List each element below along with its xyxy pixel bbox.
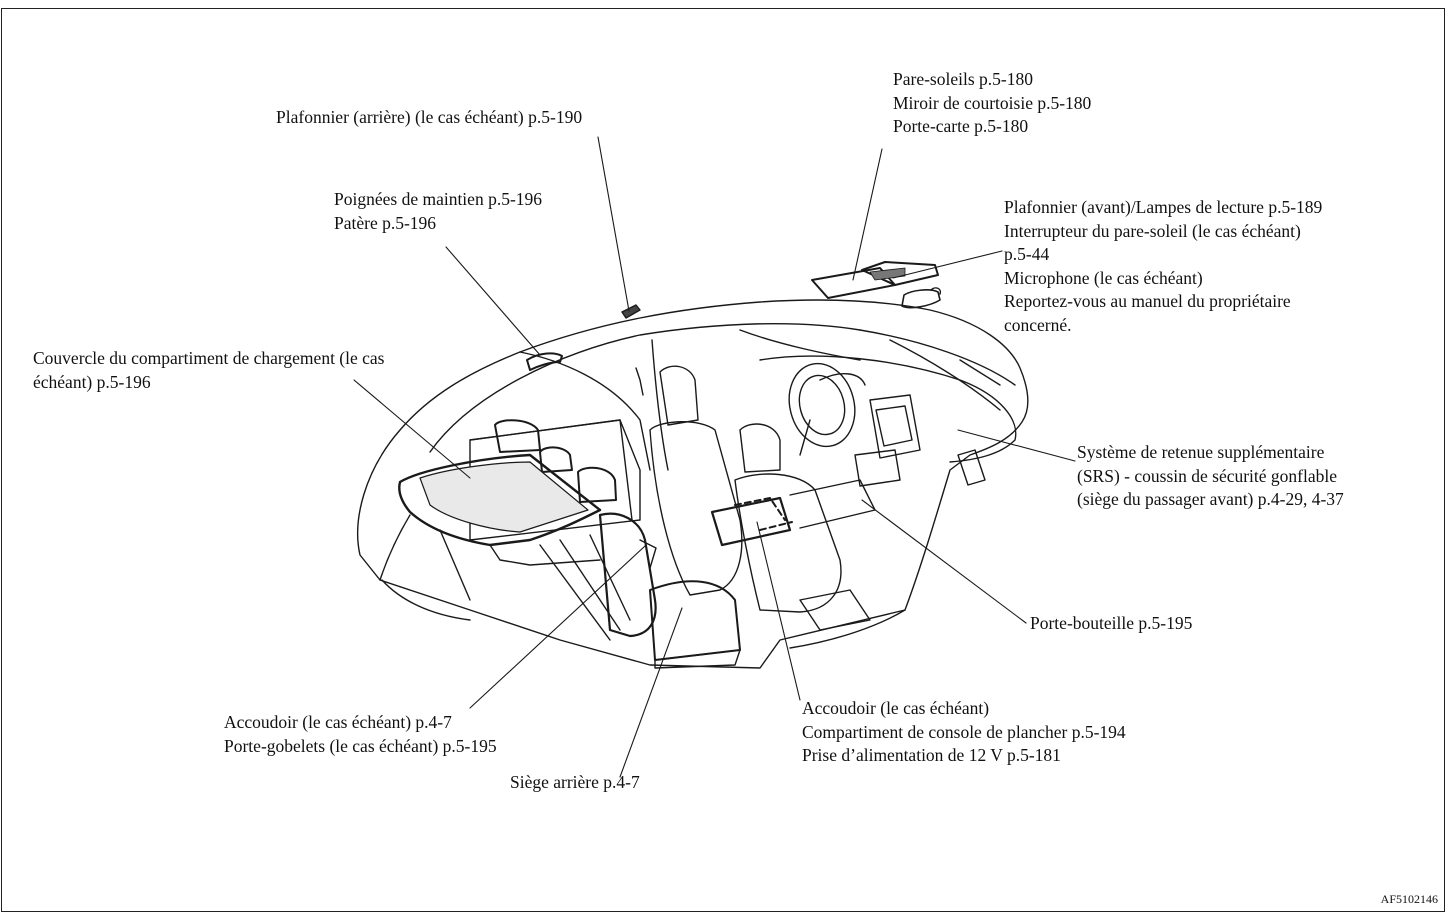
label-front-dome-light: Plafonnier (avant)/Lampes de lecture p.5…: [1004, 196, 1322, 337]
label-line: Couvercle du compartiment de chargement …: [33, 348, 385, 368]
label-line: Accoudoir (le cas échéant) p.4-7: [224, 712, 452, 732]
label-line: échéant) p.5-196: [33, 371, 151, 392]
label-sunvisor: Pare-soleils p.5-180 Miroir de courtoisi…: [893, 68, 1091, 139]
label-line: Interrupteur du pare-soleil (le cas éché…: [1004, 220, 1301, 241]
label-front-armrest: Accoudoir (le cas échéant) Compartiment …: [802, 697, 1126, 768]
steering-wheel: [788, 362, 856, 456]
label-rear-dome-light: Plafonnier (arrière) (le cas échéant) p.…: [276, 106, 582, 130]
front-seats: [649, 365, 871, 631]
label-line: (SRS) - coussin de sécurité gonflable: [1077, 465, 1338, 486]
label-line: Miroir de courtoisie p.5-180: [893, 92, 1092, 113]
label-line: Pare-soleils p.5-180: [893, 69, 1033, 89]
label-line: Microphone (le cas échéant): [1004, 267, 1203, 288]
label-line: Compartiment de console de plancher p.5-…: [802, 721, 1126, 742]
cargo-cover: [379, 453, 631, 641]
center-console: [710, 479, 876, 547]
label-line: Plafonnier (avant)/Lampes de lecture p.5…: [1004, 197, 1323, 217]
label-line: Plafonnier (arrière) (le cas échéant) p.…: [276, 107, 583, 127]
label-line: concerné.: [1004, 314, 1072, 335]
label-line: Prise d’alimentation de 12 V p.5-181: [802, 745, 1061, 765]
rear-seat: [469, 419, 741, 669]
label-grip-handles: Poignées de maintien p.5-196 Patère p.5-…: [334, 188, 542, 235]
label-line: Siège arrière p.4-7: [510, 772, 640, 792]
label-cargo-cover: Couvercle du compartiment de chargement …: [33, 347, 384, 394]
label-line: Poignées de maintien p.5-196: [334, 189, 543, 209]
label-rear-armrest: Accoudoir (le cas échéant) p.4-7 Porte-g…: [224, 711, 497, 758]
label-line: p.5-44: [1004, 244, 1050, 264]
label-line: Porte-bouteille p.5-195: [1030, 613, 1193, 633]
dashboard: [759, 355, 1017, 487]
label-line: Porte-gobelets (le cas échéant) p.5-195: [224, 735, 497, 756]
figure-code: AF5102146: [1380, 892, 1438, 906]
label-line: Système de retenue supplémentaire: [1077, 442, 1325, 462]
label-bottle-holder: Porte-bouteille p.5-195: [1030, 612, 1192, 636]
label-line: Porte-carte p.5-180: [893, 116, 1029, 136]
label-line: Accoudoir (le cas échéant): [802, 698, 990, 718]
leader-lines: [353, 136, 1076, 778]
label-line: (siège du passager avant) p.4-29, 4-37: [1077, 489, 1344, 509]
overhead-console: [526, 261, 942, 396]
figure-frame: [1, 8, 1445, 912]
label-line: Reportez-vous au manuel du propriétaire: [1004, 291, 1291, 311]
label-srs-airbag: Système de retenue supplémentaire (SRS) …: [1077, 441, 1344, 512]
label-rear-seat: Siège arrière p.4-7: [510, 771, 640, 795]
label-line: Patère p.5-196: [334, 212, 437, 233]
